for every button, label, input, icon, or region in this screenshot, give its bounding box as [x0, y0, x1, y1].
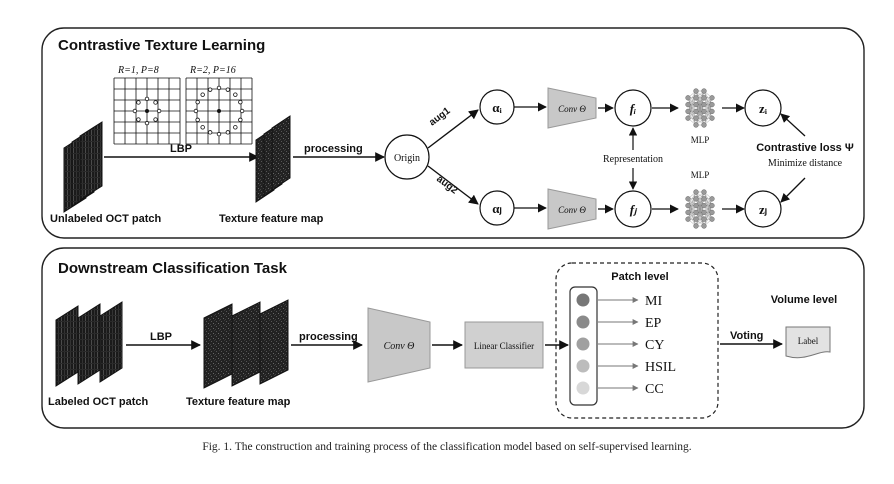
class-dot-cy	[576, 337, 590, 351]
unlabeled-oct-label: Unlabeled OCT patch	[50, 213, 162, 225]
class-dot-ep	[576, 315, 590, 329]
contrastive-loss-label: Contrastive loss Ψ	[756, 142, 854, 154]
class-label-mi: MI	[645, 294, 662, 309]
class-dot-hsil	[576, 359, 590, 373]
bottom-conv-label: Conv Θ	[384, 341, 415, 352]
class-list: MI EP CY HSIL CC	[576, 293, 676, 397]
labeled-oct-label: Labeled OCT patch	[48, 396, 149, 408]
f-i-label: fᵢ	[630, 101, 637, 116]
class-dot-mi	[576, 293, 590, 307]
conv-bottom-label: Conv Θ	[558, 205, 586, 215]
figure-caption: Fig. 1. The construction and training pr…	[202, 441, 692, 453]
bottom-texture-feature-stack	[203, 299, 289, 389]
alpha-i-label: αᵢ	[492, 100, 502, 115]
representation-label: Representation	[603, 154, 663, 165]
class-dot-cc	[576, 381, 590, 395]
volume-level-label: Volume level	[771, 294, 837, 306]
loss-to-zj-arrow	[780, 177, 806, 203]
label-document-icon	[785, 326, 831, 359]
patch-level-box	[555, 262, 719, 419]
processing-label: processing	[304, 143, 363, 155]
mlp-network-bottom	[685, 189, 715, 229]
texture-feature-stack	[255, 115, 291, 203]
conv-top-label: Conv Θ	[558, 104, 586, 114]
mlp-network-top	[685, 88, 715, 128]
class-label-cc: CC	[645, 382, 664, 397]
lbp-grid-r1	[113, 77, 181, 145]
bottom-texture-feature-label: Texture feature map	[186, 396, 291, 408]
class-label-ep: EP	[645, 316, 662, 331]
class-label-cy: CY	[645, 338, 664, 353]
aug1-label: aug1	[427, 105, 453, 128]
class-label-hsil: HSIL	[645, 360, 676, 375]
bottom-conv-encoder	[367, 307, 431, 383]
z-j-label: zⱼ	[759, 202, 767, 217]
aug2-arrow	[427, 165, 479, 205]
conv-encoder-bottom	[547, 188, 597, 230]
voting-label: Voting	[730, 330, 763, 342]
aug2-label: aug2	[434, 174, 460, 197]
z-j-node	[744, 190, 782, 228]
top-panel-frame	[41, 27, 865, 239]
mlp-bottom-label: MLP	[691, 170, 710, 180]
patch-level-label: Patch level	[611, 271, 668, 283]
alpha-j-label: αⱼ	[492, 201, 502, 216]
loss-to-zi-arrow	[780, 113, 806, 137]
top-panel-title: Contrastive Texture Learning	[58, 37, 265, 54]
lbp-grid-2-label: R=2, P=16	[189, 65, 236, 76]
linear-classifier-label: Linear Classifier	[474, 341, 534, 351]
bottom-panel-title: Downstream Classification Task	[58, 260, 288, 277]
bottom-processing-label: processing	[299, 331, 358, 343]
f-j-node	[614, 190, 652, 228]
mlp-top-label: MLP	[691, 135, 710, 145]
lbp-label: LBP	[170, 143, 192, 155]
minimize-distance-label: Minimize distance	[768, 158, 843, 169]
bottom-lbp-label: LBP	[150, 331, 172, 343]
z-i-node	[744, 89, 782, 127]
texture-feature-label: Texture feature map	[219, 213, 324, 225]
aug1-arrow	[427, 109, 479, 149]
origin-node	[384, 134, 430, 180]
z-i-label: zᵢ	[759, 101, 768, 116]
conv-encoder-top	[547, 87, 597, 129]
labeled-oct-stack	[55, 301, 123, 387]
f-j-label: fⱼ	[630, 202, 638, 217]
linear-classifier-box	[464, 321, 544, 369]
top-panel: Contrastive Texture Learning Unlabeled O…	[41, 27, 865, 239]
f-i-node	[614, 89, 652, 127]
volume-output-label: Label	[798, 336, 819, 346]
lbp-grid-1-label: R=1, P=8	[117, 65, 159, 76]
unlabeled-oct-stack	[63, 121, 103, 213]
origin-label: Origin	[394, 153, 420, 164]
lbp-grid-r2	[185, 77, 253, 145]
bottom-panel: Downstream Classification Task Labeled O…	[41, 247, 865, 429]
bottom-panel-frame	[41, 247, 865, 429]
